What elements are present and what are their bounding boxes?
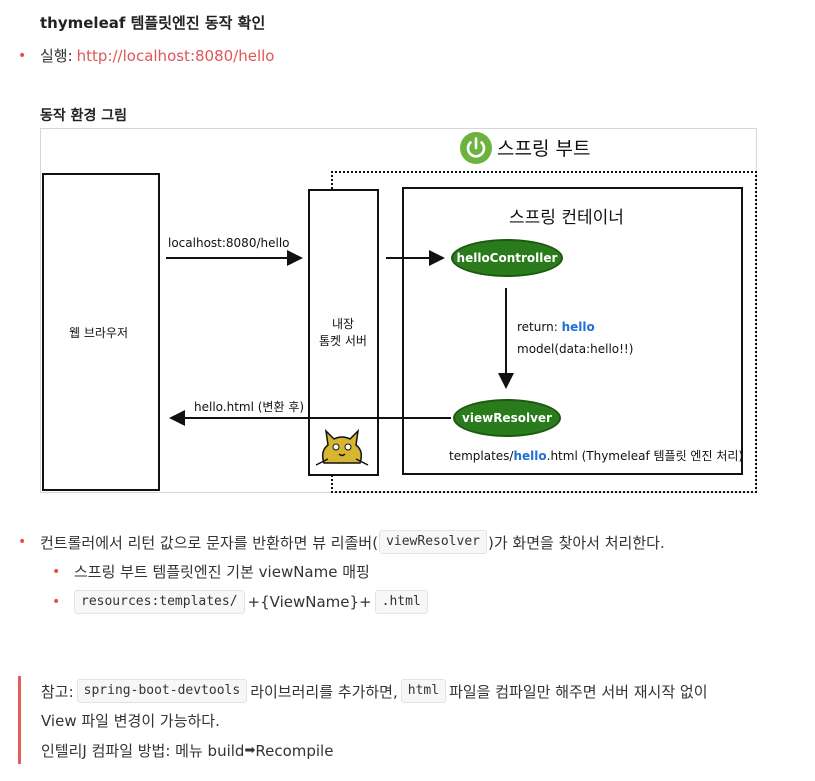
viewname-text: +{ViewName}+: [247, 593, 372, 611]
run-list-item: • 실행: http://localhost:8080/hello: [18, 45, 274, 66]
note-prefix: 참고:: [41, 682, 74, 701]
hello-url-link[interactable]: http://localhost:8080/hello: [76, 46, 275, 65]
run-label: 실행:: [40, 47, 73, 65]
hello-controller-label: helloController: [456, 251, 558, 265]
bullet-icon: •: [18, 534, 27, 550]
return-label: return: hello: [517, 320, 595, 334]
model-label: model(data:hello!!): [517, 342, 634, 356]
architecture-diagram: 스프링 부트 웹 브라우저 내장 톰켓 서버 스프링 컨테이너 helloCon…: [40, 128, 757, 493]
section-heading: thymeleaf 템플릿엔진 동작 확인: [40, 14, 266, 32]
html-extension-code: .html: [374, 590, 428, 614]
spring-boot-label: 스프링 부트: [497, 138, 591, 160]
template-path-item: • resources:templates/+{ViewName}+.html: [52, 590, 431, 614]
power-icon: [459, 131, 493, 165]
right-arrow-icon: ➡: [244, 743, 256, 758]
note-quote-bar: [18, 676, 21, 764]
bullet-icon: •: [52, 594, 61, 610]
request-label: localhost:8080/hello: [168, 236, 290, 250]
viewresolver-code: viewResolver: [379, 530, 487, 554]
bullet-icon: •: [52, 563, 61, 580]
bullet1-text-pre: 컨트롤러에서 리턴 값으로 문자를 반환하면 뷰 리졸버(: [40, 533, 379, 552]
response-label: hello.html (변환 후): [194, 400, 305, 414]
tomcat-cat-icon: [312, 423, 372, 467]
devtools-code: spring-boot-devtools: [76, 679, 248, 703]
note-mid: 라이브러리를 추가하면,: [250, 682, 398, 701]
spring-container-label: 스프링 컨테이너: [509, 208, 624, 228]
sub1-text: 스프링 부트 템플릿엔진 기본 viewName 매핑: [74, 563, 370, 581]
note-line3: 인텔리J 컴파일 방법: 메뉴 build ➡ Recompile: [41, 740, 333, 761]
viewresolver-list-item: • 컨트롤러에서 리턴 값으로 문자를 반환하면 뷰 리졸버(viewResol…: [18, 530, 665, 554]
view-resolver-label: viewResolver: [462, 411, 552, 425]
diagram-title: 동작 환경 그림: [40, 108, 128, 124]
resources-templates-code: resources:templates/: [74, 590, 245, 614]
templates-label: templates/hello.html (Thymeleaf 템플릿 엔진 처…: [449, 449, 744, 463]
note-line2: View 파일 변경이 가능하다.: [41, 712, 220, 730]
html-code: html: [400, 679, 447, 703]
note-post: 파일을 컴파일만 해주면 서버 재시작 없이: [449, 682, 708, 701]
tomcat-label-line1: 내장: [332, 317, 355, 331]
return-hello: hello: [561, 320, 595, 334]
diagram-arrows: [166, 250, 514, 426]
note-line3-pre: 인텔리J 컴파일 방법: 메뉴 build: [41, 742, 245, 760]
viewname-mapping-item: • 스프링 부트 템플릿엔진 기본 viewName 매핑: [52, 561, 370, 582]
hello-controller-bean: helloController: [451, 239, 563, 277]
view-resolver-bean: viewResolver: [453, 399, 561, 437]
templates-hello: hello: [513, 449, 547, 463]
web-browser-label: 웹 브라우저: [69, 326, 129, 340]
tomcat-server-box: [308, 189, 379, 476]
web-browser-box: [42, 173, 160, 491]
tomcat-label-line2: 톰켓 서버: [319, 334, 367, 348]
note-line3-post: Recompile: [255, 741, 334, 760]
bullet1-text-post: )가 화면을 찾아서 처리한다.: [487, 533, 665, 552]
bullet-icon: •: [18, 47, 27, 64]
